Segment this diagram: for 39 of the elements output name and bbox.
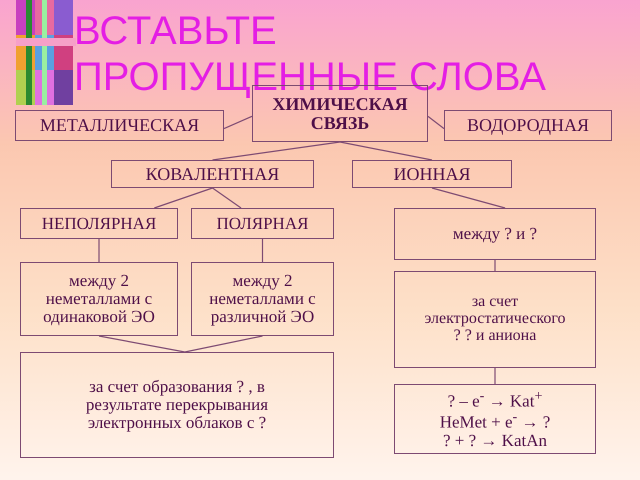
- connector-line: [428, 116, 444, 130]
- box-text: между 2 неметаллами с одинаковой ЭО: [42, 272, 156, 326]
- connector-line: [262, 239, 264, 262]
- text-box: [394, 271, 596, 368]
- connector-line: [98, 335, 185, 353]
- connector-line: [184, 335, 263, 353]
- text-box: [394, 384, 596, 454]
- text-box: [444, 110, 612, 141]
- box-text: ПОЛЯРНАЯ: [216, 214, 308, 232]
- connector-line: [494, 368, 496, 384]
- text-box: [111, 160, 314, 188]
- connector-line: [154, 187, 213, 209]
- box-text: между ? и ?: [452, 225, 538, 243]
- text-box: [20, 208, 178, 239]
- text-box: [20, 352, 334, 458]
- box-text: за счет образования ? , в результате перекрывания электронных облаков с ?: [84, 378, 270, 432]
- box-text: HeMet + e$^{-}$ → ?: [440, 410, 550, 432]
- box-text: ВОДОРОДНАЯ: [466, 116, 589, 135]
- text-box: [20, 262, 178, 336]
- connector-line: [212, 141, 340, 161]
- box-text: ИОННАЯ: [393, 164, 470, 184]
- box-text: между 2 неметаллами с различной ЭО: [208, 272, 317, 326]
- text-box: [191, 208, 334, 239]
- text-box: [15, 110, 224, 141]
- text-box: [352, 160, 512, 188]
- box-text: КОВАЛЕНТНАЯ: [146, 164, 280, 184]
- box-text: за счет электростатического ? ? и аниона: [424, 294, 566, 345]
- text-box: [191, 262, 334, 336]
- connector-line: [224, 116, 252, 130]
- connector-line: [432, 187, 506, 209]
- box-text: НЕПОЛЯРНАЯ: [42, 214, 156, 232]
- box-text: ? – e$^{-}$ → Kat$^{+}$: [448, 388, 542, 410]
- connector-line: [494, 260, 496, 271]
- box-text: ? + ? → KatAn: [442, 432, 547, 450]
- connector-line: [340, 141, 432, 161]
- connector-line: [212, 188, 242, 208]
- text-box: [394, 208, 596, 260]
- connector-line: [98, 239, 100, 262]
- box-text: МЕТАЛЛИЧЕСКАЯ: [40, 116, 200, 135]
